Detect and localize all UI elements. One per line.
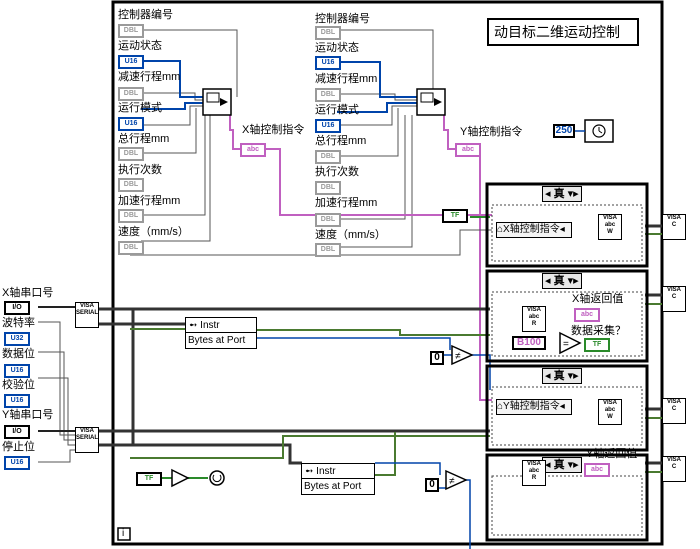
property-node-y: ➻ Instr Bytes at Port bbox=[301, 463, 375, 495]
x-label-2: 减速行程mm bbox=[118, 71, 181, 83]
y-label-0: 控制器编号 bbox=[315, 13, 370, 25]
x-label-3: 运行模式 bbox=[118, 102, 162, 114]
y-label-7: 速度（mm/s） bbox=[315, 229, 386, 241]
left-label-4: Y轴串口号 bbox=[2, 409, 54, 421]
x-term-5[interactable]: DBL bbox=[118, 178, 144, 192]
x-return-indicator: abc bbox=[574, 308, 600, 322]
x-term-6[interactable]: DBL bbox=[118, 209, 144, 223]
left-label-3: 校验位 bbox=[2, 379, 35, 391]
wait-ms-constant[interactable]: 250 bbox=[553, 124, 575, 138]
x-term-4[interactable]: DBL bbox=[118, 147, 144, 161]
not-gate bbox=[171, 468, 190, 488]
zero-constant-y[interactable]: 0 bbox=[425, 478, 439, 492]
left-term-1[interactable]: U32 bbox=[4, 332, 30, 346]
y-term-7[interactable]: DBL bbox=[315, 243, 341, 257]
x-term-1[interactable]: U16 bbox=[118, 55, 144, 69]
data-acquire-indicator: TF bbox=[584, 338, 610, 352]
left-label-2: 数据位 bbox=[2, 348, 35, 360]
y-label-6: 加速行程mm bbox=[315, 197, 378, 209]
y-label-2: 减速行程mm bbox=[315, 73, 378, 85]
x-label-4: 总行程mm bbox=[118, 133, 170, 145]
x-term-7[interactable]: DBL bbox=[118, 241, 144, 255]
zero-constant-x[interactable]: 0 bbox=[430, 351, 444, 365]
left-term-3[interactable]: U16 bbox=[4, 394, 30, 408]
y-term-2[interactable]: DBL bbox=[315, 88, 341, 102]
y-term-1[interactable]: U16 bbox=[315, 56, 341, 70]
y-command-local-var[interactable]: ⌂Y轴控制指令◂ bbox=[496, 399, 572, 415]
y-output-indicator: abc bbox=[455, 143, 481, 157]
x-output-label: X轴控制指令 bbox=[242, 124, 305, 136]
svg-text:≠: ≠ bbox=[449, 476, 455, 487]
y-label-4: 总行程mm bbox=[315, 135, 367, 147]
svg-text:≠: ≠ bbox=[455, 351, 461, 362]
x-label-0: 控制器编号 bbox=[118, 9, 173, 21]
y-label-1: 运动状态 bbox=[315, 42, 359, 54]
x-term-3[interactable]: U16 bbox=[118, 117, 144, 131]
title-box: 动目标二维运动控制 bbox=[487, 18, 639, 46]
left-term-0[interactable]: I/O bbox=[4, 301, 30, 315]
case-selector-2[interactable]: ◂ 真 ▾▸ bbox=[542, 273, 582, 289]
y-output-label: Y轴控制指令 bbox=[460, 126, 523, 138]
left-term-5[interactable]: U16 bbox=[4, 456, 30, 470]
y-term-6[interactable]: DBL bbox=[315, 213, 341, 227]
b100-constant[interactable]: B100 bbox=[512, 336, 546, 350]
left-label-5: 停止位 bbox=[2, 441, 35, 453]
x-term-2[interactable]: DBL bbox=[118, 87, 144, 101]
property-node-x: ➻ Instr Bytes at Port bbox=[185, 317, 257, 349]
data-acquire-label: 数据采集？ bbox=[571, 325, 626, 337]
while-loop-frame bbox=[111, 0, 664, 546]
y-return-indicator: abc bbox=[584, 463, 610, 477]
not-equal-x bbox=[451, 344, 474, 366]
loop-index-label: i bbox=[122, 528, 125, 539]
x-label-7: 速度（mm/s） bbox=[118, 226, 189, 238]
x-term-0[interactable]: DBL bbox=[118, 24, 144, 38]
stop-terminal bbox=[209, 470, 225, 486]
x-command-local-var[interactable]: ⌂X轴控制指令◂ bbox=[496, 222, 572, 238]
left-term-2[interactable]: U16 bbox=[4, 364, 30, 378]
x-label-1: 运动状态 bbox=[118, 40, 162, 52]
tf-constant-bottom[interactable]: TF bbox=[136, 472, 162, 486]
y-return-label: Y轴返回值 bbox=[586, 448, 638, 460]
y-term-0[interactable]: DBL bbox=[315, 26, 341, 40]
format-node-x bbox=[202, 88, 232, 116]
case-selector-1[interactable]: ◂ 真 ▾▸ bbox=[542, 186, 582, 202]
loop-iteration-terminal bbox=[117, 527, 131, 541]
x-output-indicator: abc bbox=[240, 143, 266, 157]
left-label-0: X轴串口号 bbox=[2, 287, 54, 299]
case-structure-frames bbox=[485, 182, 649, 542]
y-label-3: 运行模式 bbox=[315, 104, 359, 116]
left-label-1: 波特率 bbox=[2, 317, 35, 329]
svg-text:=: = bbox=[563, 339, 569, 350]
case-selector-4[interactable]: ◂ 真 ▾▸ bbox=[542, 457, 582, 473]
y-term-4[interactable]: DBL bbox=[315, 150, 341, 164]
y-term-3[interactable]: U16 bbox=[315, 119, 341, 133]
x-return-label: X轴返回值 bbox=[572, 293, 624, 305]
x-label-6: 加速行程mm bbox=[118, 195, 181, 207]
not-equal-y bbox=[445, 469, 468, 491]
y-label-5: 执行次数 bbox=[315, 166, 359, 178]
x-label-5: 执行次数 bbox=[118, 164, 162, 176]
title-text: 动目标二维运动控制 bbox=[494, 24, 620, 40]
left-term-4[interactable]: I/O bbox=[4, 425, 30, 439]
y-term-5[interactable]: DBL bbox=[315, 181, 341, 195]
case-selector-3[interactable]: ◂ 真 ▾▸ bbox=[542, 368, 582, 384]
format-node-y bbox=[416, 88, 446, 116]
tf-constant-top[interactable]: TF bbox=[442, 209, 468, 223]
